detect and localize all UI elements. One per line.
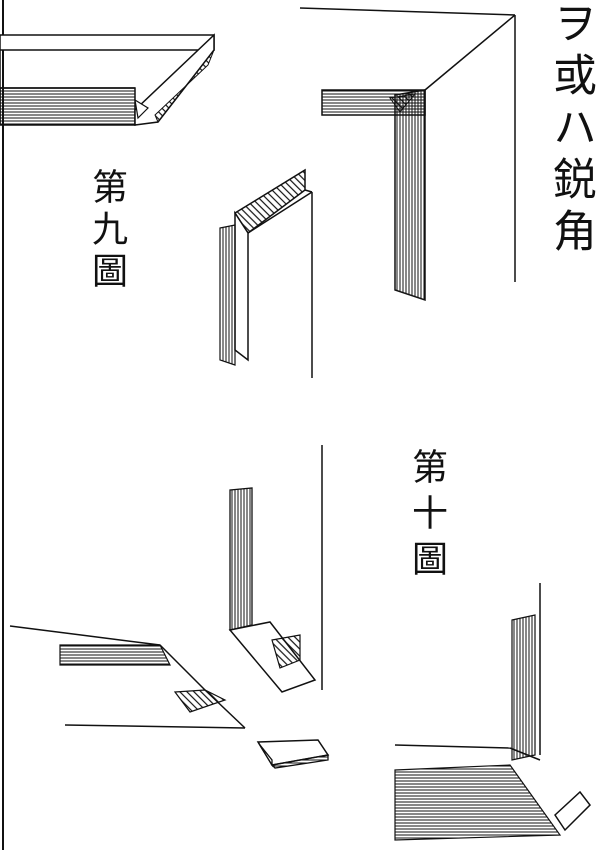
fig10-right-corner xyxy=(394,583,591,841)
fig10-loose-block xyxy=(256,739,330,769)
figure-9-caption: 第九圖 xyxy=(86,168,127,294)
side-note-text: ヲ或ハ鋭角 xyxy=(545,0,596,260)
fig9-corner-joint xyxy=(299,7,516,302)
fig9-grooved-board xyxy=(0,33,215,126)
figure-10-caption: 第十圖 xyxy=(406,448,447,586)
fig10-vertical-post xyxy=(228,445,323,693)
fig9-vertical-board xyxy=(219,168,313,378)
fig10-floor-corner xyxy=(9,625,246,729)
